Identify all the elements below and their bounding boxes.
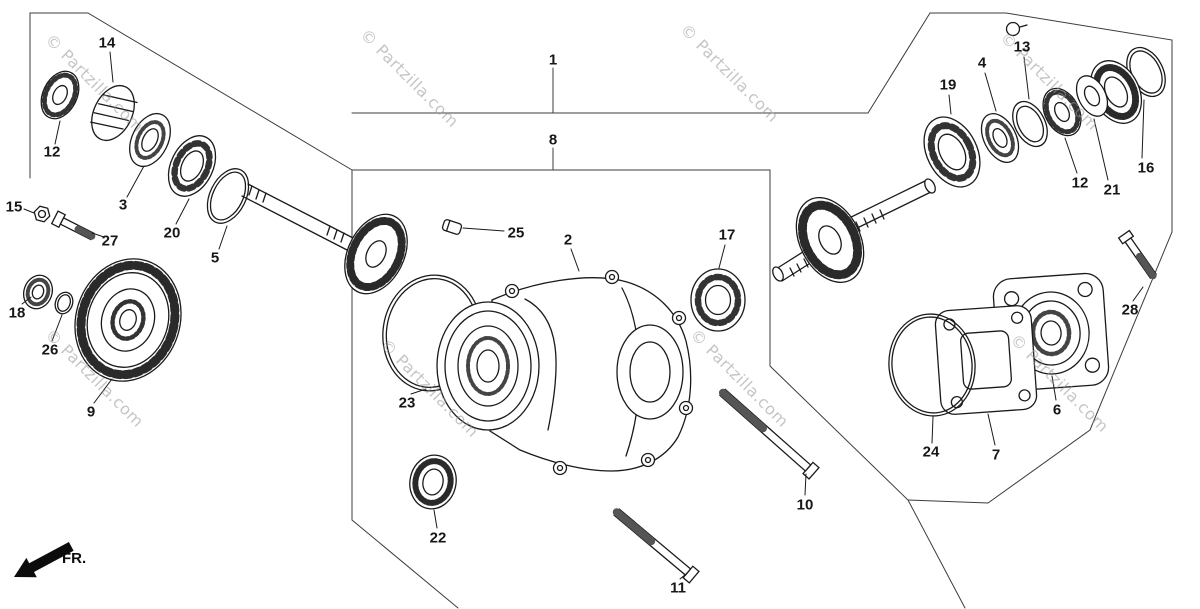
washer-21 [1075,75,1109,117]
callout-28[interactable]: 28 [1121,301,1139,319]
callout-25[interactable]: 25 [507,224,525,242]
callout-17[interactable]: 17 [718,226,736,244]
roller-bearing-19 [923,116,981,188]
callout-21[interactable]: 21 [1103,181,1121,199]
callout-20[interactable]: 20 [163,224,181,242]
bolt-28 [1117,229,1158,280]
callout-4[interactable]: 4 [977,54,987,72]
snap-ring-small [1005,21,1028,37]
callout-16[interactable]: 16 [1137,159,1155,177]
callout-13[interactable]: 13 [1013,38,1031,56]
callout-11[interactable]: 11 [670,579,686,597]
spur-gear-9 [74,258,182,382]
callout-24[interactable]: 24 [922,443,940,461]
countershaft [241,183,356,252]
fr-arrow-icon [14,542,74,578]
callout-9[interactable]: 9 [86,403,96,421]
callout-22[interactable]: 22 [429,529,447,547]
callout-12-left[interactable]: 12 [43,143,61,161]
pinion-shaft [772,178,936,282]
pinion-shaft-assembly [772,21,1166,283]
bevel-gear-left [344,213,408,295]
callout-19[interactable]: 19 [939,76,957,94]
spline-washer [129,112,171,168]
callout-14[interactable]: 14 [98,34,116,52]
bolt-11 [612,508,700,584]
callout-18[interactable]: 18 [8,304,26,322]
driven-gear-group [22,205,182,382]
callout-3[interactable]: 3 [118,196,128,214]
callout-15[interactable]: 15 [5,198,23,216]
leader-lines [21,51,1145,580]
bolt-27 [50,210,96,241]
callout-10[interactable]: 10 [796,496,814,514]
bevel-gear-right [795,197,865,283]
ball-bearing-17 [690,268,746,332]
bolt-10 [718,388,820,480]
nut-15 [33,205,51,223]
callout-5[interactable]: 5 [210,249,220,267]
ball-bearing-20 [167,135,217,197]
callout-7[interactable]: 7 [991,446,1001,464]
gear-case-group [382,219,746,510]
callout-12-right[interactable]: 12 [1071,174,1089,192]
countershaft-assembly [40,70,408,295]
dowel-pin-25 [441,219,463,235]
bolts [612,229,1158,584]
spline-nut-left [40,70,80,120]
callout-8[interactable]: 8 [548,131,558,149]
oil-seal-22 [409,454,457,510]
spline-washer-4 [980,113,1020,163]
washer-13 [1012,100,1048,148]
spline-nut-right [1042,87,1082,137]
callout-6[interactable]: 6 [1052,401,1062,419]
o-ring-26 [54,291,74,315]
callout-23[interactable]: 23 [398,394,416,412]
cover-group [888,272,1110,417]
gear-case-housing [436,269,694,476]
fr-direction-label: FR. [62,550,87,567]
snap-ring-5 [206,168,250,224]
callout-27[interactable]: 27 [101,232,119,250]
gasket-7 [934,305,1038,415]
o-ring-24 [888,313,976,417]
callout-1[interactable]: 1 [548,51,558,69]
callout-26[interactable]: 26 [41,341,59,359]
callout-2[interactable]: 2 [563,231,573,249]
spring [90,84,138,142]
collar-18 [22,274,54,310]
